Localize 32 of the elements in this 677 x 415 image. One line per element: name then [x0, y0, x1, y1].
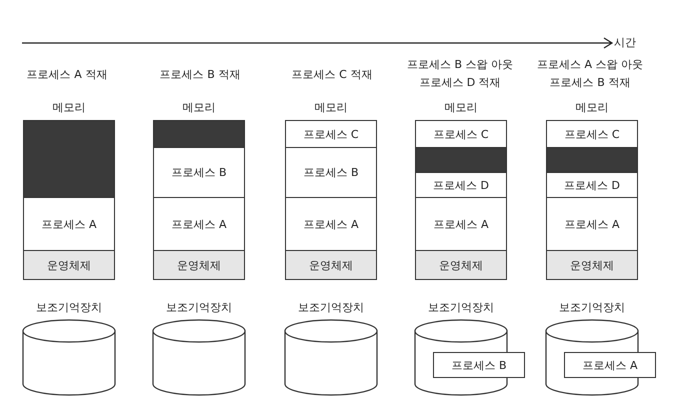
memory-heading: 메모리: [314, 100, 348, 115]
os-segment: 운영체제: [154, 251, 244, 279]
process-segment: 프로세스 D: [547, 173, 637, 198]
time-label: 시간: [614, 35, 637, 51]
step-caption: 프로세스 B 적재: [158, 67, 242, 83]
process-box: 프로세스 A: [564, 352, 656, 378]
empty-memory-block: [24, 121, 114, 198]
empty-memory-block: [547, 148, 637, 173]
storage-heading: 보조기억장치: [35, 300, 103, 315]
memory-heading: 메모리: [182, 100, 216, 115]
empty-memory-block: [416, 148, 506, 173]
storage-heading: 보조기억장치: [165, 300, 233, 315]
empty-memory-block: [154, 121, 244, 148]
step-caption: 프로세스 C 적재: [290, 67, 374, 83]
process-segment: 프로세스 B: [154, 148, 244, 198]
memory-heading: 메모리: [52, 100, 86, 115]
process-box: 프로세스 B: [433, 352, 525, 378]
step-caption: 프로세스 B 스왑 아웃 프로세스 D 적재: [406, 57, 514, 91]
process-segment: 프로세스 D: [416, 173, 506, 198]
os-segment: 운영체제: [547, 251, 637, 279]
os-segment: 운영체제: [416, 251, 506, 279]
os-segment: 운영체제: [24, 251, 114, 279]
process-segment: 프로세스 C: [286, 121, 376, 148]
storage-heading: 보조기억장치: [558, 300, 626, 315]
os-segment: 운영체제: [286, 251, 376, 279]
step-caption: 프로세스 A 적재: [26, 67, 108, 83]
step-caption: 프로세스 A 스왑 아웃 프로세스 B 적재: [536, 57, 644, 91]
storage-heading: 보조기억장치: [297, 300, 365, 315]
memory-heading: 메모리: [444, 100, 478, 115]
memory-heading: 메모리: [574, 100, 610, 115]
storage-heading: 보조기억장치: [427, 300, 495, 315]
process-segment: 프로세스 B: [286, 148, 376, 198]
